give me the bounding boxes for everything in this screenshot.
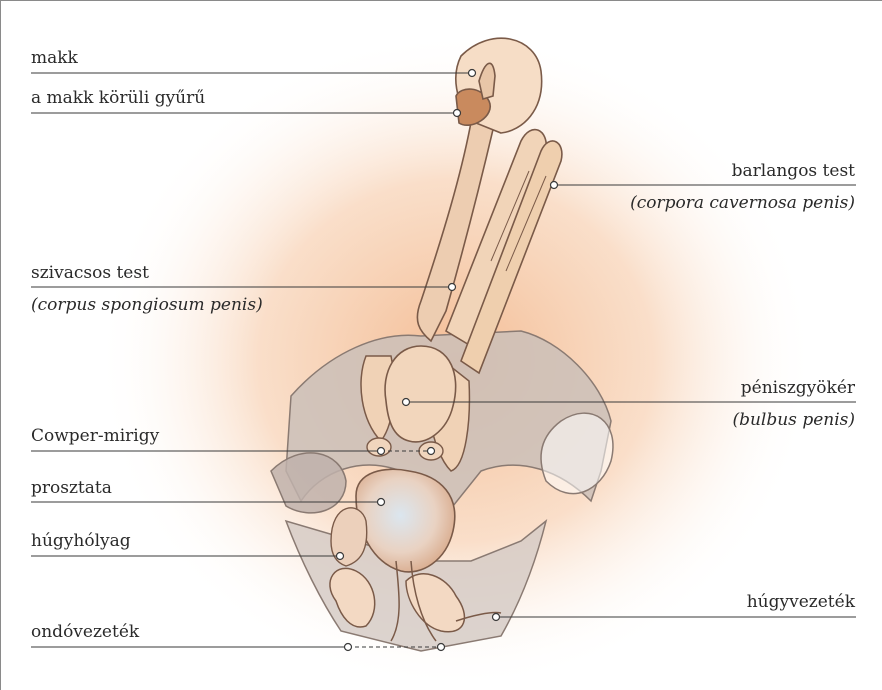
label-ondovezetek: ondóvezeték (31, 622, 139, 642)
label-szivacsos-test-latin: (corpus spongiosum penis) (31, 295, 263, 315)
label-szivacsos-test: szivacsos test (31, 263, 149, 283)
label-hugyholyag: húgyhólyag (31, 531, 131, 551)
label-peniszgyoker: péniszgyökér (741, 378, 855, 398)
label-makk-koruli-gyuru: a makk körüli gyűrű (31, 88, 205, 108)
glans (456, 38, 542, 133)
label-cowper-mirigy: Cowper-mirigy (31, 426, 159, 446)
label-hugyvezetek: húgyvezeték (747, 592, 855, 612)
label-barlangos-test-latin: (corpora cavernosa penis) (630, 193, 855, 213)
label-makk: makk (31, 48, 78, 68)
label-prosztata: prosztata (31, 478, 112, 498)
label-peniszgyoker-latin: (bulbus penis) (732, 410, 855, 430)
label-barlangos-test: barlangos test (732, 161, 855, 181)
